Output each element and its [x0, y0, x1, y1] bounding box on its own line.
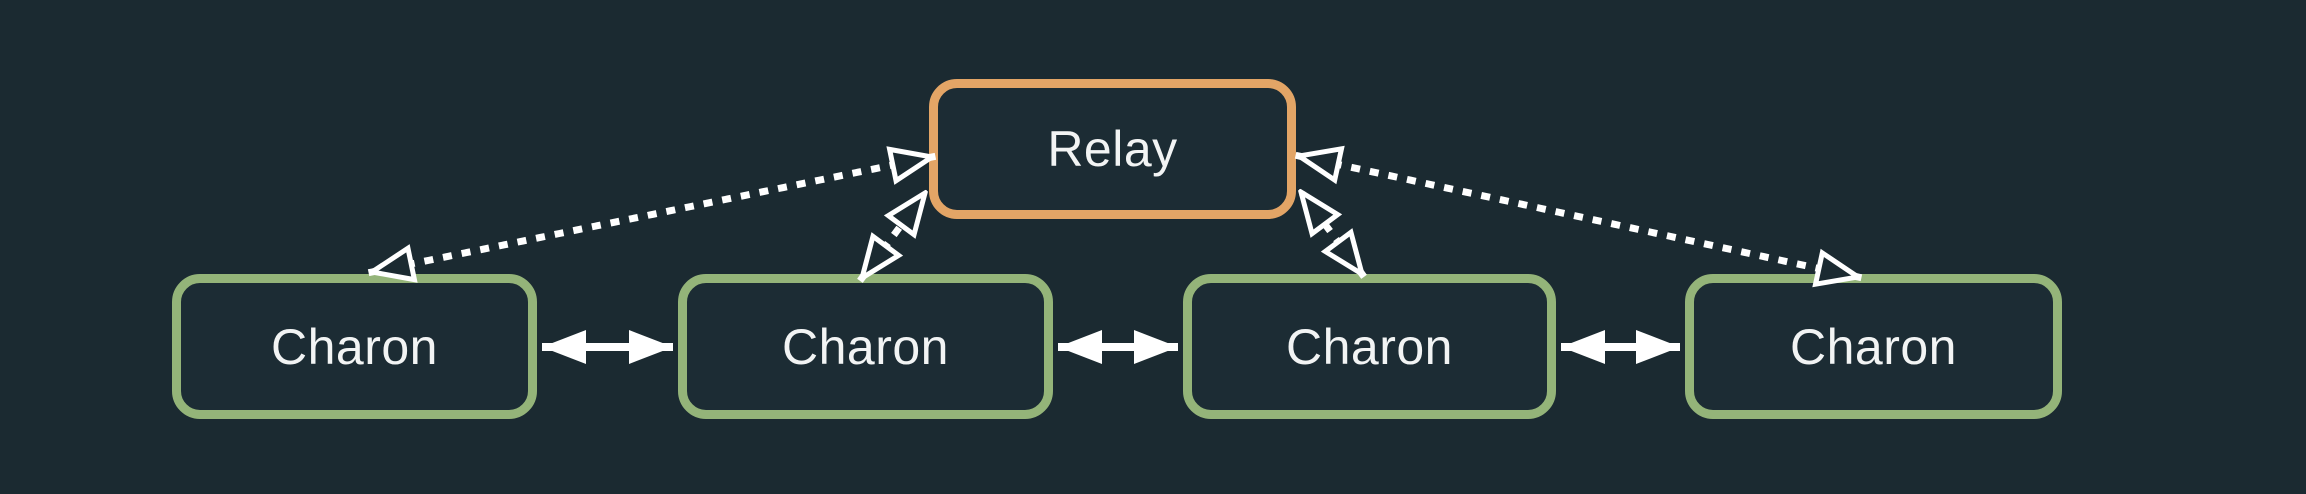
node-charon-2: Charon	[678, 274, 1053, 419]
edge-relay-charon-4	[1299, 156, 1858, 277]
node-charon-2-label: Charon	[782, 318, 949, 375]
node-charon-4-label: Charon	[1790, 318, 1957, 375]
node-relay: Relay	[929, 79, 1296, 219]
edge-relay-charon-3	[1296, 192, 1367, 274]
edge-relay-charon-1	[372, 157, 932, 272]
node-charon-4: Charon	[1685, 274, 2062, 419]
edge-relay-charon-2	[857, 193, 930, 278]
node-charon-1-label: Charon	[271, 318, 438, 375]
node-relay-label: Relay	[1047, 121, 1178, 177]
node-charon-3: Charon	[1183, 274, 1556, 419]
node-charon-1: Charon	[172, 274, 537, 419]
node-charon-3-label: Charon	[1286, 318, 1453, 375]
